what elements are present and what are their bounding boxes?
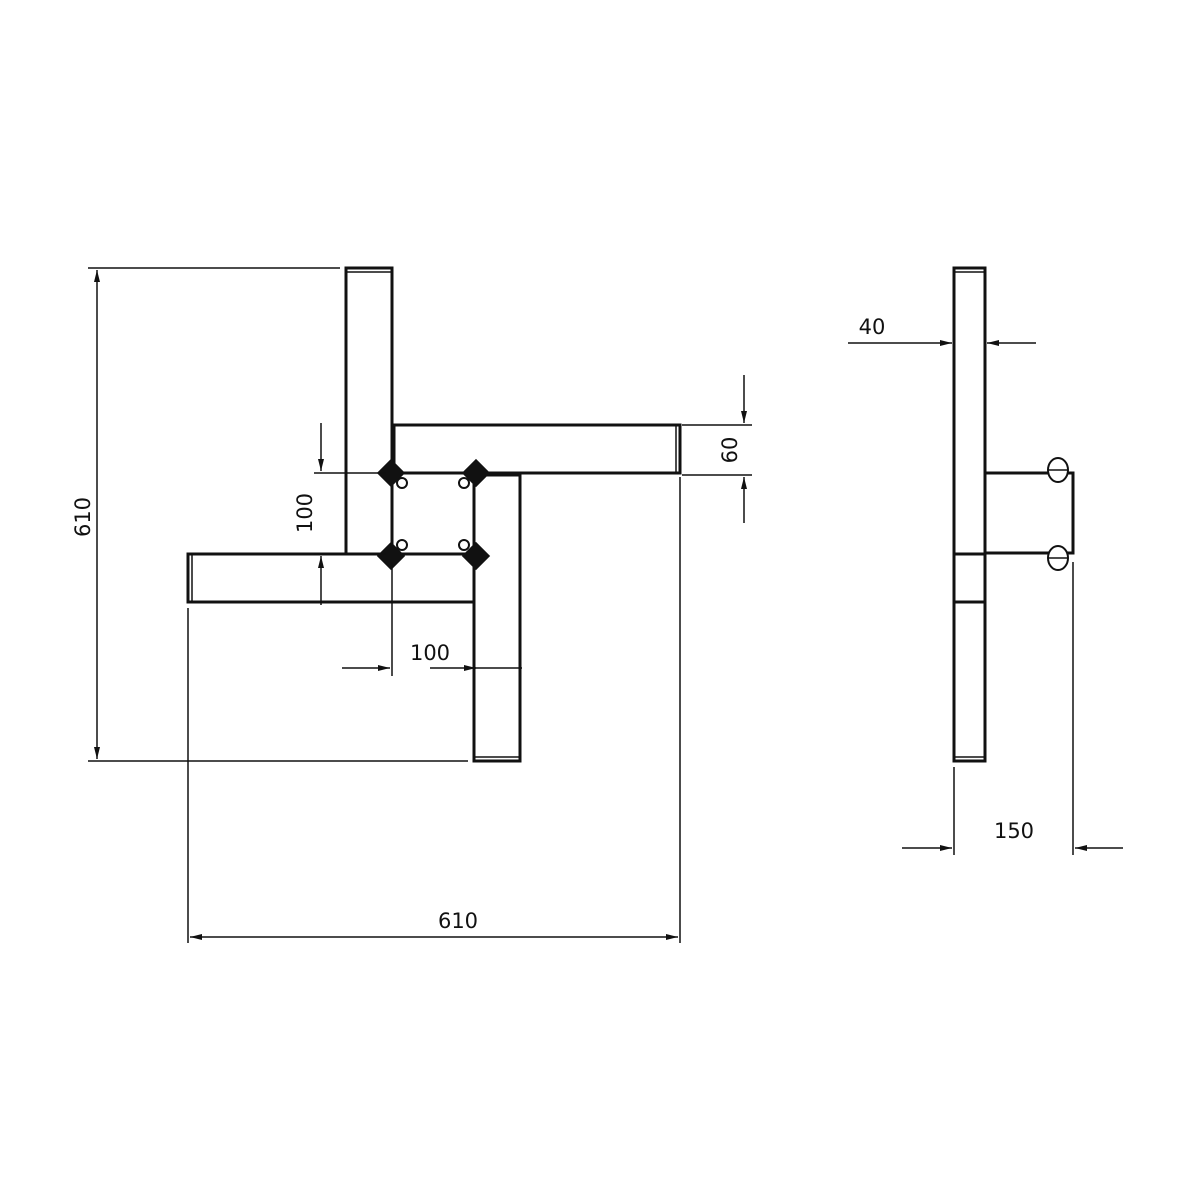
dimension-tube-depth: 40 (848, 315, 1036, 346)
tube-depth-label: 40 (859, 315, 886, 339)
side-tube (952, 266, 987, 763)
bolt-br (458, 539, 470, 551)
tube-width-label: 60 (718, 437, 742, 464)
bolt-tr (458, 477, 470, 489)
top-arm (344, 266, 394, 558)
right-arm (392, 423, 682, 475)
overall-width-label: 610 (438, 909, 478, 933)
overall-height-label: 610 (71, 497, 95, 537)
side-view (952, 266, 1075, 763)
bolt-tl (396, 477, 408, 489)
side-plate (983, 471, 1075, 555)
dimension-overall-width: 610 (187, 477, 681, 943)
dimension-overall-height: 610 (71, 267, 468, 762)
left-arm (186, 552, 476, 604)
dimension-plate-width: 100 (342, 562, 522, 676)
dimension-tube-width: 60 (682, 375, 752, 523)
bottom-arm (472, 473, 522, 763)
bolt-bl (396, 539, 408, 551)
mount-depth-label: 150 (994, 819, 1034, 843)
front-view (186, 266, 682, 763)
plate-width-label: 100 (410, 641, 450, 665)
plate-height-label: 100 (293, 493, 317, 533)
corner-clamp-br (461, 541, 491, 571)
dimension-mount-depth: 150 (902, 562, 1123, 855)
dimension-plate-height: 100 (293, 423, 386, 605)
